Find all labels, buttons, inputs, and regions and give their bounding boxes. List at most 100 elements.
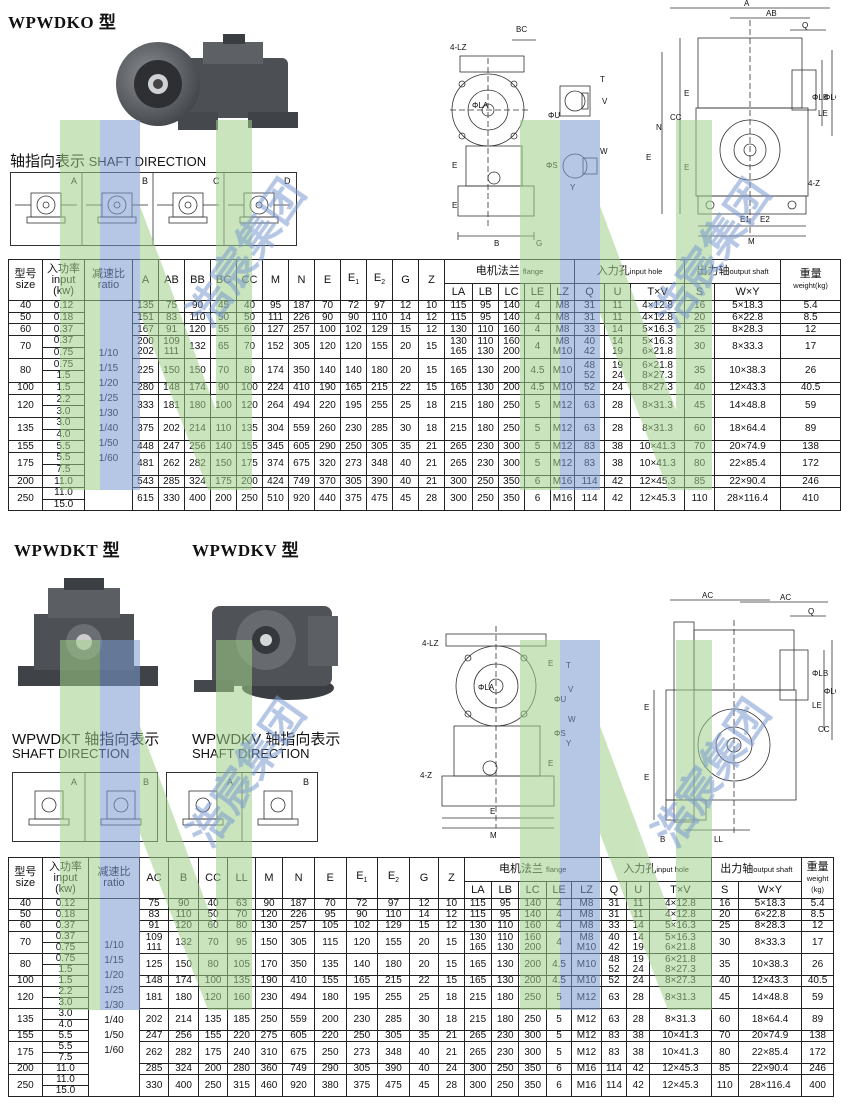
dim-cell: 749 bbox=[282, 1063, 315, 1075]
shaft-cell: 14×48.8 bbox=[714, 393, 782, 418]
weight-cell: 172 bbox=[801, 1041, 834, 1064]
dim-cell: 290 bbox=[313, 1063, 347, 1075]
dim-cell: 28 bbox=[438, 1074, 465, 1097]
flange-cell: 350 bbox=[518, 1074, 547, 1097]
flange-cell: 300 bbox=[498, 440, 525, 453]
flange-cell: 4 bbox=[524, 335, 551, 360]
shaft-cell: 10×38.3 bbox=[714, 358, 782, 383]
dim-cell: 400 bbox=[168, 1074, 199, 1097]
flange-cell: 230 bbox=[472, 451, 499, 477]
col-header-dim: E1 bbox=[345, 857, 379, 899]
dim-cell: 181 bbox=[138, 986, 170, 1009]
dim-cell: 70 bbox=[227, 909, 256, 921]
dim-cell: 151 bbox=[132, 311, 159, 325]
flange-cell: 215 bbox=[444, 393, 473, 418]
power-cell: 0.75 bbox=[42, 346, 85, 360]
flange-cell: 250 bbox=[472, 475, 499, 488]
dim-cell: 374 bbox=[262, 451, 289, 477]
dim-cell: 310 bbox=[254, 1041, 284, 1064]
hole-cell: 4×12.8 bbox=[649, 898, 712, 910]
dim-cell: 174 bbox=[262, 358, 289, 383]
flange-cell: 230 bbox=[472, 440, 499, 453]
dim-cell: 410 bbox=[282, 975, 315, 987]
dim-cell: 60 bbox=[197, 920, 229, 932]
dim-cell: 285 bbox=[138, 1063, 170, 1075]
dim-cell: 424 bbox=[262, 475, 289, 488]
dir-panel-b: B bbox=[142, 176, 149, 186]
weight-cell: 138 bbox=[801, 1030, 834, 1042]
flange-cell: 5 bbox=[524, 393, 551, 418]
weight-cell: 89 bbox=[780, 416, 841, 442]
dim-cell: 215 bbox=[366, 381, 393, 395]
dim-cell: 494 bbox=[282, 986, 315, 1009]
hole-cell: 38 bbox=[626, 1030, 651, 1042]
dim-cell: 20 bbox=[408, 953, 440, 976]
shaft-cell: 22×85.4 bbox=[737, 1041, 803, 1064]
flange-cell: M12 bbox=[571, 1030, 602, 1042]
flange-cell: 4 bbox=[524, 323, 551, 337]
dim-cell: 90 bbox=[254, 898, 284, 910]
col-header-dim: E2 bbox=[377, 857, 410, 899]
hole-cell: 31 bbox=[600, 898, 628, 910]
dim-cell: 45 bbox=[392, 486, 419, 512]
col-subheader: LZ bbox=[549, 283, 576, 301]
flange-cell: M16 bbox=[549, 475, 576, 488]
size-cell: 250 bbox=[8, 1074, 43, 1097]
dim-cell: 494 bbox=[288, 393, 315, 418]
flange-cell: 130 bbox=[463, 920, 493, 932]
hole-cell: 83 bbox=[600, 1030, 628, 1042]
dim-cell: 35 bbox=[408, 1030, 440, 1042]
shaft-cell: 22×85.4 bbox=[714, 451, 782, 477]
dim-cell: 15 bbox=[438, 953, 465, 976]
power-cell: 3.0 bbox=[42, 405, 85, 418]
shaft-cell: 20×74.9 bbox=[714, 440, 782, 453]
dim-cell: 215 bbox=[377, 975, 410, 987]
power-cell: 1.5 bbox=[41, 975, 90, 987]
flange-cell: 180 bbox=[491, 986, 520, 1009]
dim-cell: 920 bbox=[282, 1074, 315, 1097]
dim-cell: 920 bbox=[288, 486, 315, 512]
dim-cell: 14 bbox=[408, 909, 440, 921]
hole-cell: 83 bbox=[574, 440, 606, 453]
dim-cell: 167 bbox=[132, 323, 159, 337]
dim-cell: 348 bbox=[377, 1041, 410, 1064]
col-header-flange: 电机法兰 flange bbox=[463, 857, 602, 882]
dim-cell: 330 bbox=[158, 486, 185, 512]
size-cell: 120 bbox=[8, 393, 43, 418]
svg-text:ΦLB: ΦLB bbox=[812, 669, 828, 678]
shaft-cell: 110 bbox=[684, 486, 716, 512]
dim-cell: 185 bbox=[227, 1008, 256, 1031]
svg-text:Q: Q bbox=[802, 21, 808, 30]
col-subheader: LC bbox=[498, 283, 525, 301]
svg-text:Y: Y bbox=[566, 739, 572, 748]
dim-cell: 257 bbox=[288, 323, 315, 337]
flange-cell: 140 bbox=[498, 311, 525, 325]
svg-text:4-LZ: 4-LZ bbox=[422, 639, 439, 648]
wpwdko-photo bbox=[116, 34, 298, 130]
dim-cell: 15 bbox=[438, 931, 465, 954]
dim-cell: 110 bbox=[377, 909, 410, 921]
flange-cell: 250 bbox=[498, 416, 525, 442]
col-header-flange: 电机法兰 flange bbox=[443, 259, 576, 284]
dim-cell: 247 bbox=[158, 440, 185, 453]
svg-text:ΦS: ΦS bbox=[554, 729, 566, 738]
shaft-cell: 70 bbox=[684, 440, 716, 453]
power-cell: 15.0 bbox=[42, 498, 85, 512]
weight-cell: 8.5 bbox=[780, 311, 841, 325]
dim-cell: 135 bbox=[313, 953, 347, 976]
col-subheader: LB bbox=[491, 881, 520, 899]
col-header-dim: CC bbox=[236, 259, 263, 301]
col-subheader: LZ bbox=[571, 881, 602, 899]
col-header-output-shaft: 出力轴output shaft bbox=[684, 259, 782, 284]
col-subheader: T×V bbox=[630, 283, 686, 301]
